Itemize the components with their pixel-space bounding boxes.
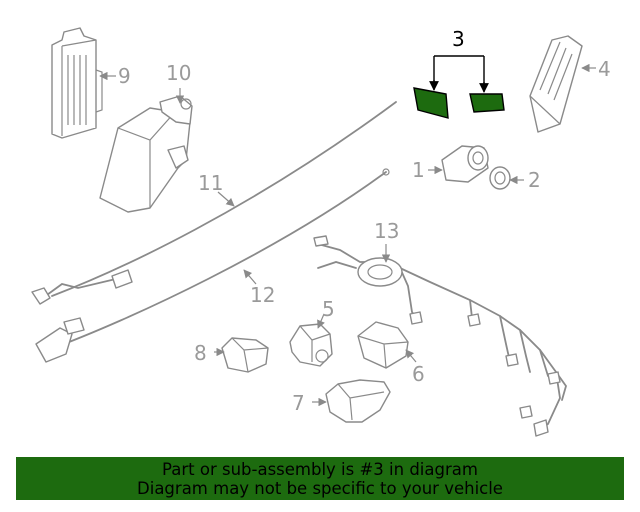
- part-2-grommet: [489, 166, 524, 190]
- label-part-13: 13: [374, 219, 399, 243]
- part-info-banner: Part or sub-assembly is #3 in diagram Di…: [16, 457, 624, 500]
- part-6-cover: [357, 321, 417, 369]
- part-10-actuator-module: [99, 88, 193, 213]
- label-part-2: 2: [528, 168, 541, 192]
- banner-line-2: Diagram may not be specific to your vehi…: [137, 478, 503, 498]
- label-part-11: 11: [198, 171, 223, 195]
- label-part-10: 10: [166, 61, 191, 85]
- part-8-camera: [214, 337, 269, 373]
- label-part-12: 12: [250, 283, 275, 307]
- part-3-highlighted-pads: [413, 55, 505, 119]
- part-13-wiring-harness: [313, 235, 567, 437]
- part-4-module-box: [529, 35, 596, 133]
- label-part-8: 8: [194, 341, 207, 365]
- label-part-6: 6: [412, 362, 425, 386]
- label-part-7: 7: [292, 391, 305, 415]
- part-5-camera: [289, 313, 333, 367]
- label-part-4: 4: [598, 57, 611, 81]
- part-7-bracket: [312, 379, 391, 423]
- part-12-cable: [35, 168, 390, 363]
- label-part-5: 5: [322, 297, 335, 321]
- parts-diagram: 9 10 11 12 3 4: [31, 27, 611, 437]
- label-part-9: 9: [118, 64, 131, 88]
- label-part-1: 1: [412, 158, 425, 182]
- banner-line-1: Part or sub-assembly is #3 in diagram: [162, 459, 478, 479]
- part-1-sensor: [428, 145, 489, 183]
- part-9-control-module: [51, 27, 116, 139]
- label-part-3: 3: [452, 27, 465, 51]
- part-11-cable: [31, 101, 397, 305]
